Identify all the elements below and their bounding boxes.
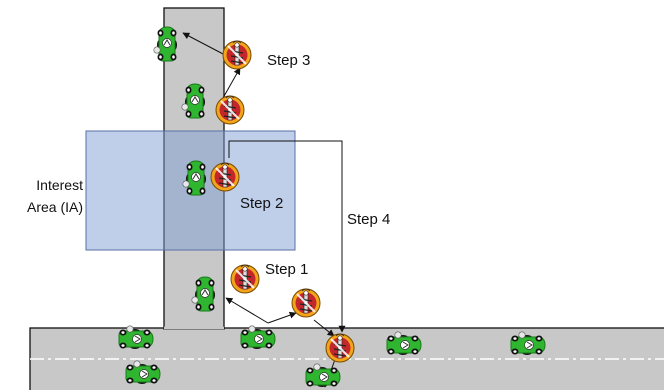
step3-arrow-up <box>222 67 241 99</box>
roadside-unit-icon <box>229 263 261 295</box>
green-car-icon <box>153 26 178 62</box>
step1-arrow-to-car <box>225 297 269 324</box>
step3-arrow-to-car <box>182 32 226 56</box>
interest-area-label-line2: Area (IA) <box>27 199 83 215</box>
step2-label: Step 2 <box>240 195 283 212</box>
step1-label: Step 1 <box>265 261 308 278</box>
roadside-unit-icon <box>290 287 322 319</box>
step3-label: Step 3 <box>267 52 310 69</box>
step1-arrow-to-rsu <box>267 311 297 324</box>
step4-arrow <box>228 140 346 333</box>
step4-label: Step 4 <box>347 211 390 228</box>
roadside-unit-icon <box>324 332 356 364</box>
roadside-unit-icon <box>221 39 253 71</box>
roadside-unit-icon <box>214 94 246 126</box>
interest-area-label-line1: Interest <box>36 177 83 193</box>
step1-arrow-down <box>313 319 335 337</box>
roadside-unit-icon <box>209 161 241 193</box>
